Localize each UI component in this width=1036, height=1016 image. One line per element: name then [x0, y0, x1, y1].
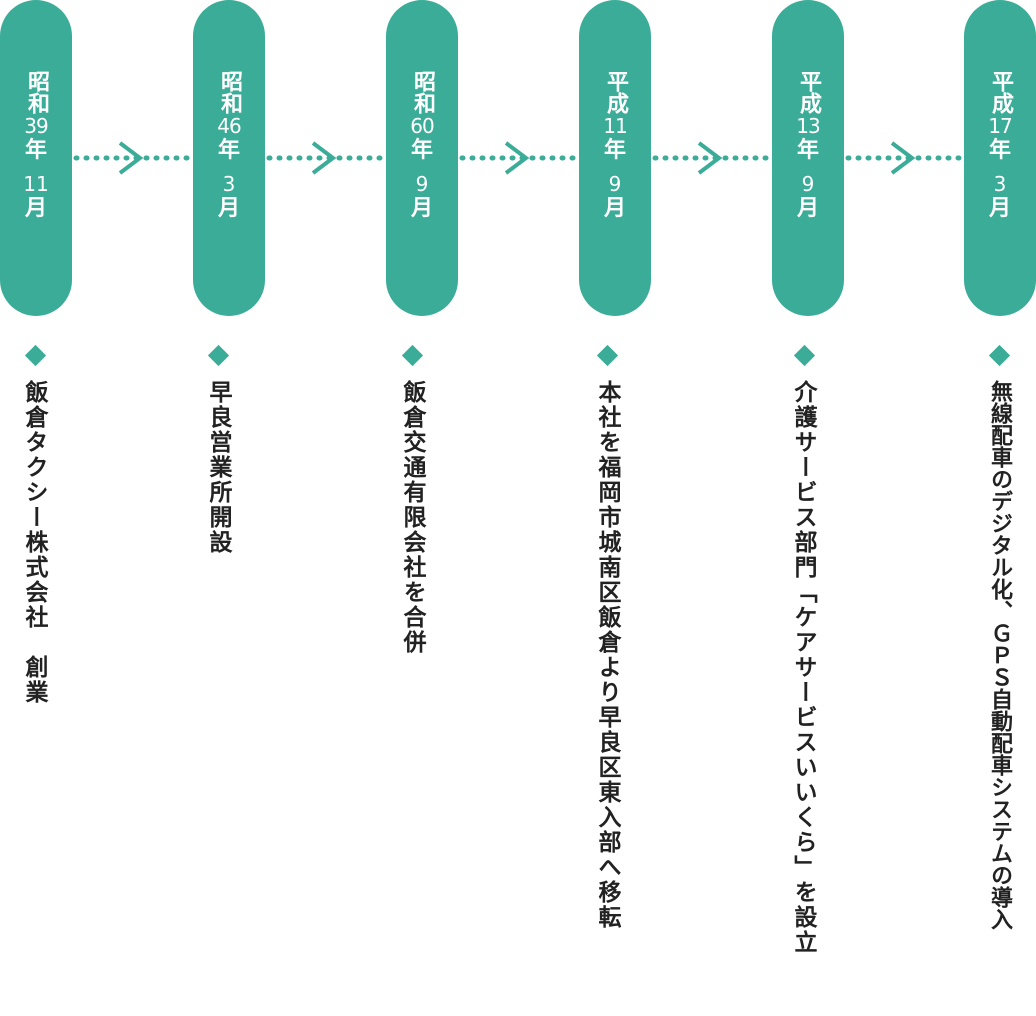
year-number: 39	[24, 114, 48, 138]
era-label: 平成	[796, 70, 821, 114]
dotted-arrow-icon	[652, 141, 770, 175]
era-label: 昭和	[217, 70, 242, 114]
month-number: 3	[222, 172, 236, 196]
date-pill-4: 平成 11 年 9 月	[579, 0, 651, 316]
diamond-bullet-icon	[793, 344, 816, 367]
date-pill-6: 平成 17 年 3 月	[964, 0, 1036, 316]
month-unit: 月	[410, 196, 433, 221]
date-pill-5: 平成 13 年 9 月	[772, 0, 844, 316]
year-unit: 年	[24, 138, 47, 163]
era-label: 昭和	[24, 70, 49, 114]
year-unit: 年	[217, 138, 240, 163]
dotted-arrow-icon	[459, 141, 577, 175]
era-label: 平成	[988, 70, 1013, 114]
era-label: 昭和	[410, 70, 435, 114]
event-description-2: 早良営業所開設	[205, 380, 231, 555]
diamond-bullet-icon	[24, 344, 47, 367]
date-pill-3: 昭和 60 年 9 月	[386, 0, 458, 316]
year-number: 60	[410, 114, 434, 138]
year-number: 17	[988, 114, 1012, 138]
event-description-6: 無線配車のデジタル化、ＧＰＳ自動配車システムの導入	[987, 380, 1012, 930]
month-unit: 月	[217, 196, 240, 221]
month-number: 9	[415, 172, 429, 196]
date-pill-1: 昭和 39 年 11 月	[0, 0, 72, 316]
diamond-bullet-icon	[988, 344, 1011, 367]
date-pill-2: 昭和 46 年 3 月	[193, 0, 265, 316]
event-description-5: 介護サービス部門「ケアサービスいいくら」を設立	[790, 380, 816, 955]
month-unit: 月	[603, 196, 626, 221]
event-description-4: 本社を福岡市城南区飯倉より早良区東入部へ移転	[594, 380, 620, 930]
year-number: 46	[217, 114, 241, 138]
dotted-arrow-icon	[845, 141, 963, 175]
year-unit: 年	[603, 138, 626, 163]
diamond-bullet-icon	[596, 344, 619, 367]
year-unit: 年	[796, 138, 819, 163]
year-number: 11	[603, 114, 627, 138]
year-unit: 年	[988, 138, 1011, 163]
year-unit: 年	[410, 138, 433, 163]
month-number: 11	[23, 172, 49, 196]
event-description-1: 飯倉タクシー株式会社 創業	[21, 380, 47, 705]
event-description-3: 飯倉交通有限会社を合併	[399, 380, 425, 655]
month-unit: 月	[988, 196, 1011, 221]
month-unit: 月	[796, 196, 819, 221]
dotted-arrow-icon	[266, 141, 384, 175]
era-label: 平成	[603, 70, 628, 114]
year-number: 13	[796, 114, 820, 138]
month-number: 9	[608, 172, 622, 196]
diamond-bullet-icon	[207, 344, 230, 367]
month-number: 3	[993, 172, 1007, 196]
month-unit: 月	[24, 196, 47, 221]
dotted-arrow-icon	[73, 141, 191, 175]
diamond-bullet-icon	[401, 344, 424, 367]
month-number: 9	[801, 172, 815, 196]
